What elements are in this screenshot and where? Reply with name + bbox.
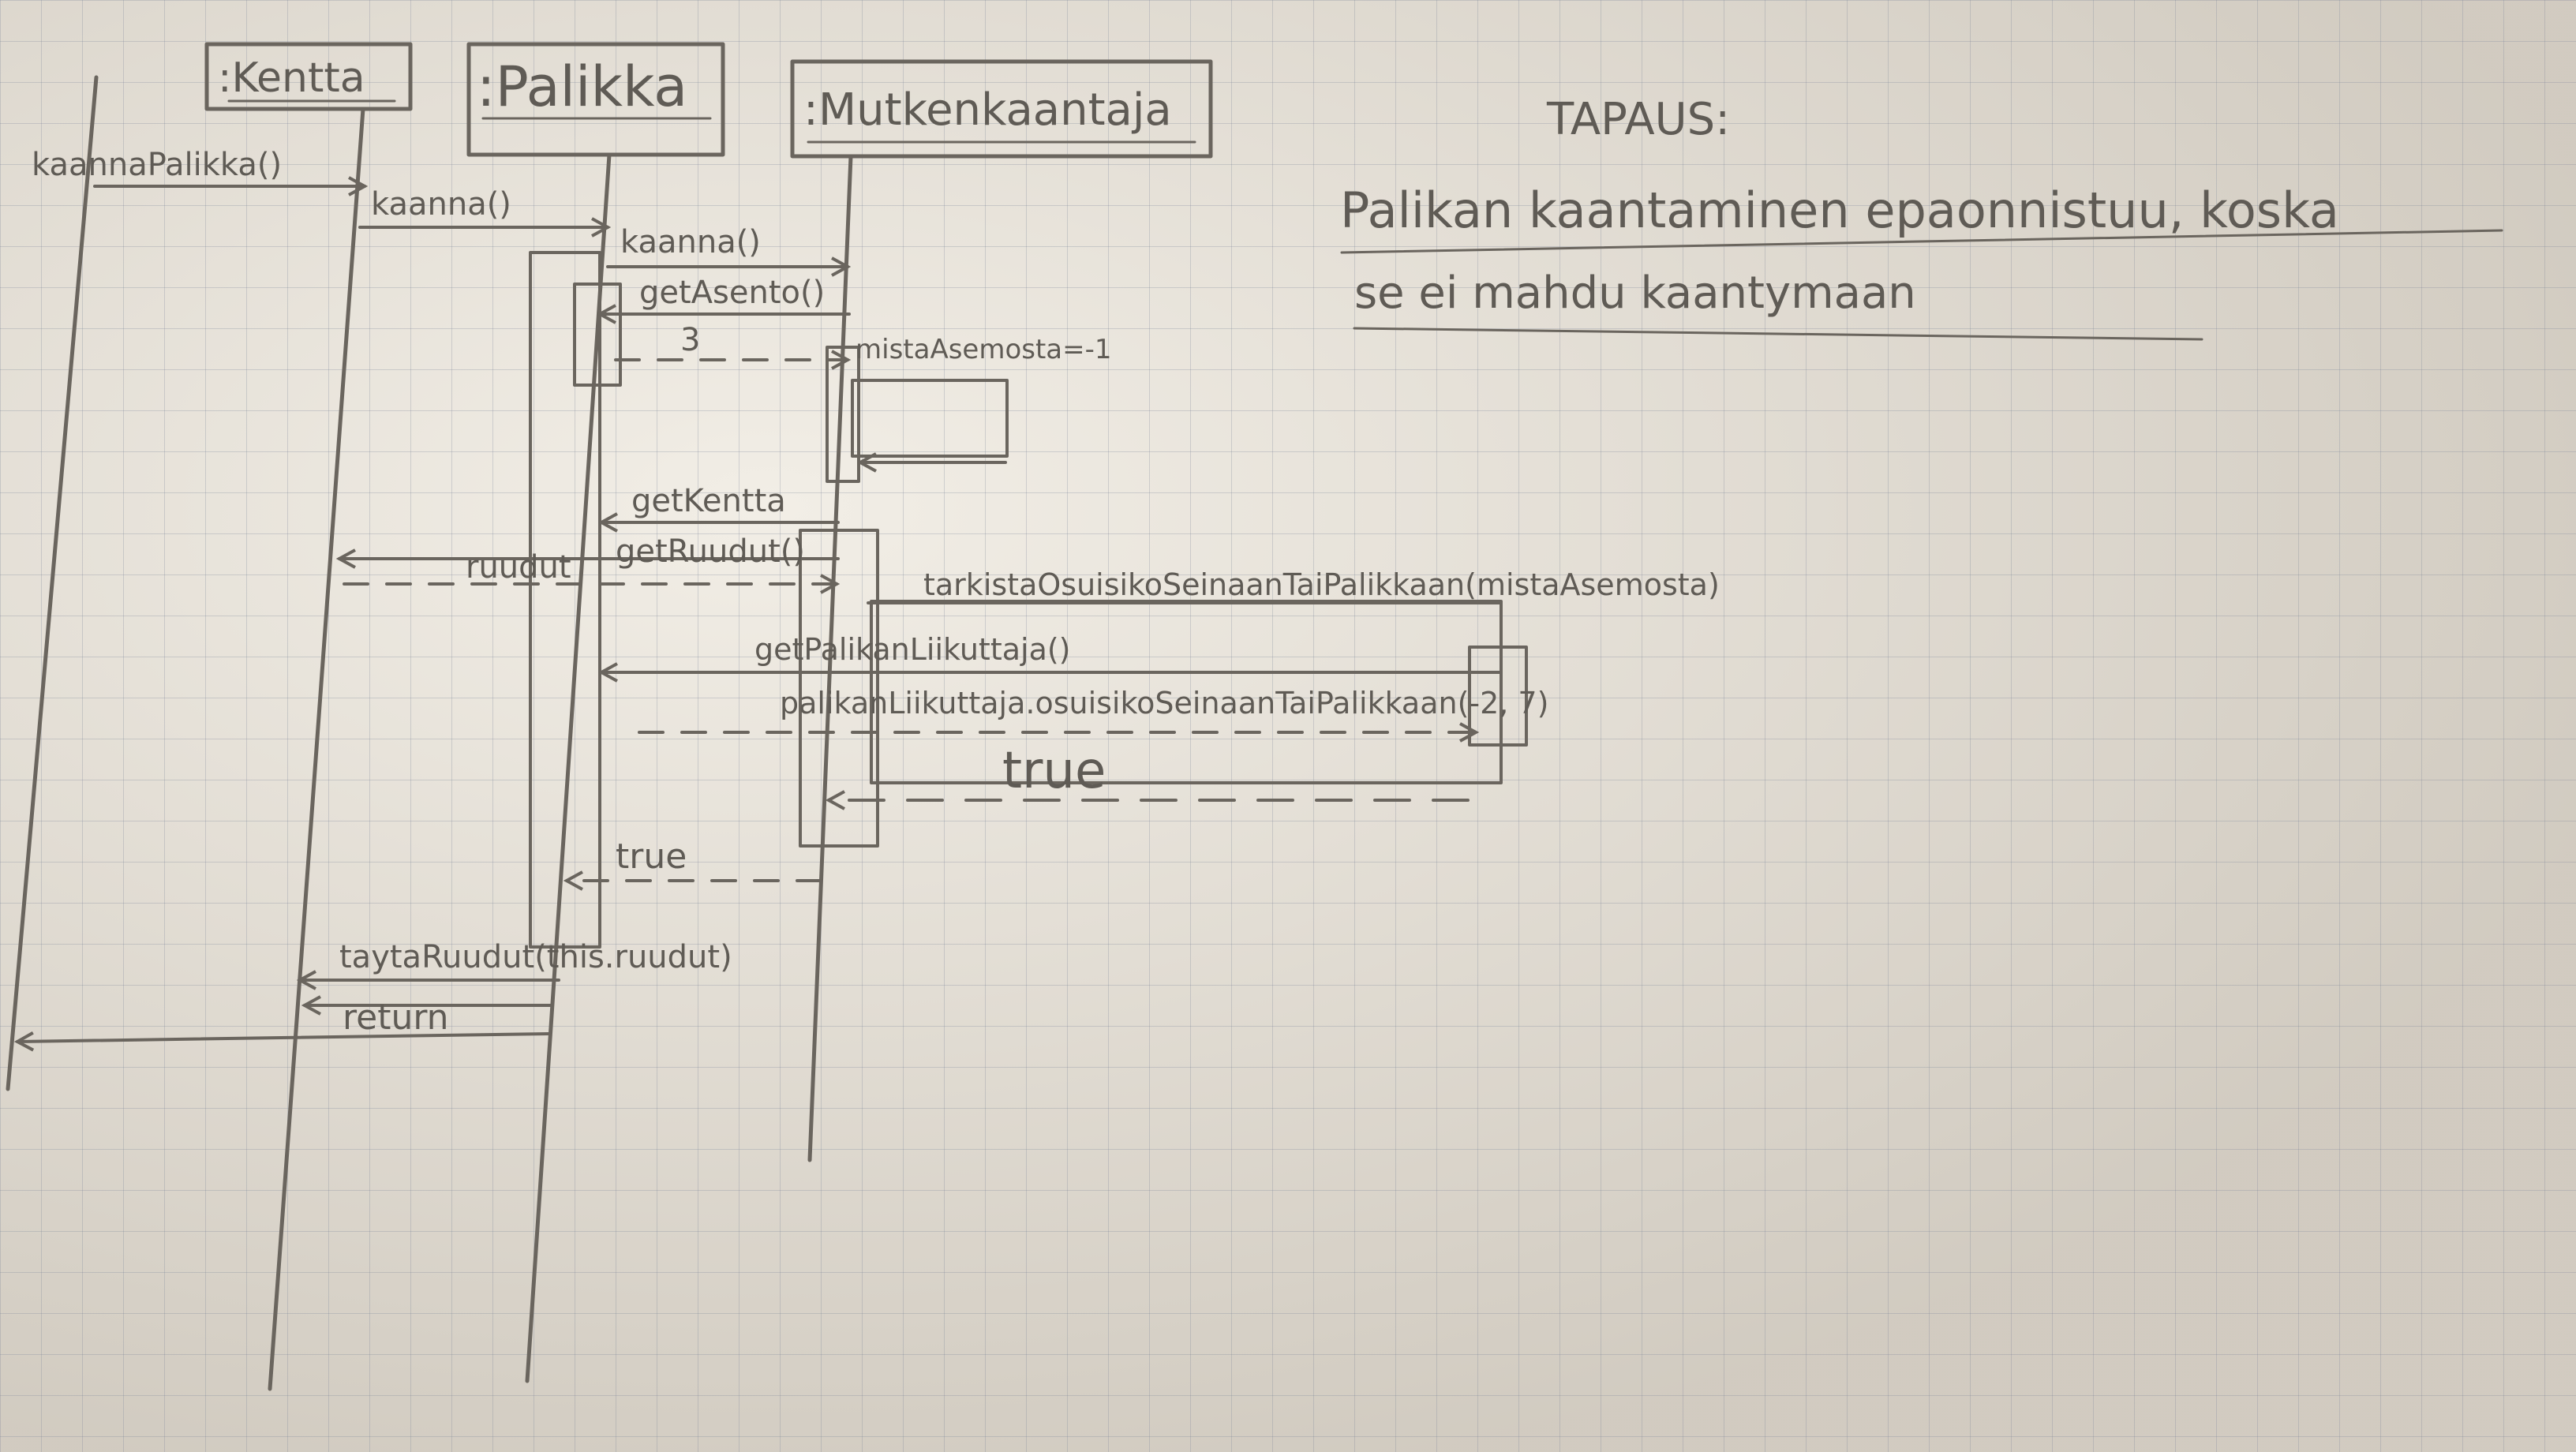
case-note: TAPAUS: Palikan kaantaminen epaonnistuu,… bbox=[1340, 94, 2503, 341]
svg-text:return: return bbox=[343, 997, 449, 1038]
return-to-actor bbox=[17, 1034, 551, 1042]
case-note-line-1: Palikan kaantaminen epaonnistuu, koska bbox=[1340, 182, 2339, 239]
case-note-heading: TAPAUS: bbox=[1546, 94, 1730, 145]
svg-text:kaanna(): kaanna() bbox=[620, 224, 761, 260]
case-note-line-2: se ei mahdu kaantymaan bbox=[1354, 268, 1916, 319]
activation-muutoksenkaantaja bbox=[826, 346, 860, 483]
message-kaannaPalikka: kaannaPalikka() bbox=[32, 147, 365, 186]
message-osuisiko: palikanLiikuttaja.osuisikoSeinaanTaiPali… bbox=[638, 686, 1548, 732]
message-getAsento: getAsento() bbox=[600, 275, 851, 314]
activation-muutoksenkaantaja-2 bbox=[799, 529, 879, 848]
return-true-1: true bbox=[829, 742, 1470, 800]
lifeline-label-kentta: :Kentta bbox=[218, 54, 365, 102]
activation-self-call bbox=[851, 379, 1009, 458]
message-taytaRuudut: taytaRuudut(this.ruudut) bbox=[300, 939, 732, 980]
lifeline-header-muutoksenkaantaja: :Mutkenkaantaja bbox=[790, 59, 1213, 159]
lifeline-actor bbox=[6, 75, 99, 1091]
return-true-2: true bbox=[567, 836, 822, 881]
lifeline-kentta bbox=[268, 107, 365, 1391]
svg-text:getKentta: getKentta bbox=[631, 483, 786, 519]
message-kaanna-1: kaanna() bbox=[358, 186, 608, 227]
svg-text:true: true bbox=[1002, 742, 1106, 800]
lifeline-label-palikka: :Palikka bbox=[477, 54, 687, 119]
return-ruudut: ruudut bbox=[343, 549, 837, 586]
return-return: return bbox=[305, 997, 554, 1038]
svg-text:getRuudut(): getRuudut() bbox=[616, 533, 805, 570]
svg-text:kaanna(): kaanna() bbox=[371, 186, 511, 223]
svg-text:taytaRuudut(this.ruudut): taytaRuudut(this.ruudut) bbox=[339, 939, 732, 975]
message-tarkista: tarkistaOsuisikoSeinaanTaiPalikkaan(mist… bbox=[867, 567, 1720, 604]
svg-text:mistaAsemosta=-1: mistaAsemosta=-1 bbox=[856, 334, 1112, 365]
lifeline-muutoksenkaantaja bbox=[807, 154, 853, 1162]
activation-liikuttaja bbox=[1468, 646, 1528, 747]
return-3: 3 bbox=[614, 322, 848, 360]
svg-text:tarkistaOsuisikoSeinaanTaiPali: tarkistaOsuisikoSeinaanTaiPalikkaan(mist… bbox=[923, 567, 1720, 602]
lifeline-label-muutoksenkaantaja: :Mutkenkaantaja bbox=[803, 84, 1172, 136]
lifeline-header-palikka: :Palikka bbox=[466, 42, 725, 157]
activation-palikka-inner bbox=[573, 283, 622, 387]
svg-text:getAsento(): getAsento() bbox=[639, 275, 825, 311]
svg-text:kaannaPalikka(): kaannaPalikka() bbox=[32, 147, 282, 183]
message-getPalikanLiikuttaja: getPalikanLiikuttaja() bbox=[601, 632, 1501, 672]
svg-text:3: 3 bbox=[680, 322, 700, 358]
lifeline-palikka bbox=[525, 152, 612, 1383]
message-kaanna-2: kaanna() bbox=[606, 224, 848, 267]
activation-palikka bbox=[529, 251, 601, 949]
svg-text:palikanLiikuttaja.osuisikoSein: palikanLiikuttaja.osuisikoSeinaanTaiPali… bbox=[780, 686, 1548, 720]
svg-text:ruudut: ruudut bbox=[466, 549, 571, 586]
svg-text:getPalikanLiikuttaja(): getPalikanLiikuttaja() bbox=[754, 632, 1071, 667]
message-getRuudut: getRuudut() bbox=[339, 533, 840, 570]
svg-text:true: true bbox=[616, 836, 687, 877]
lifeline-header-kentta: :Kentta bbox=[204, 42, 413, 111]
note-mistaAsemosta: mistaAsemosta=-1 bbox=[856, 334, 1112, 462]
message-getKentta: getKentta bbox=[601, 483, 840, 522]
